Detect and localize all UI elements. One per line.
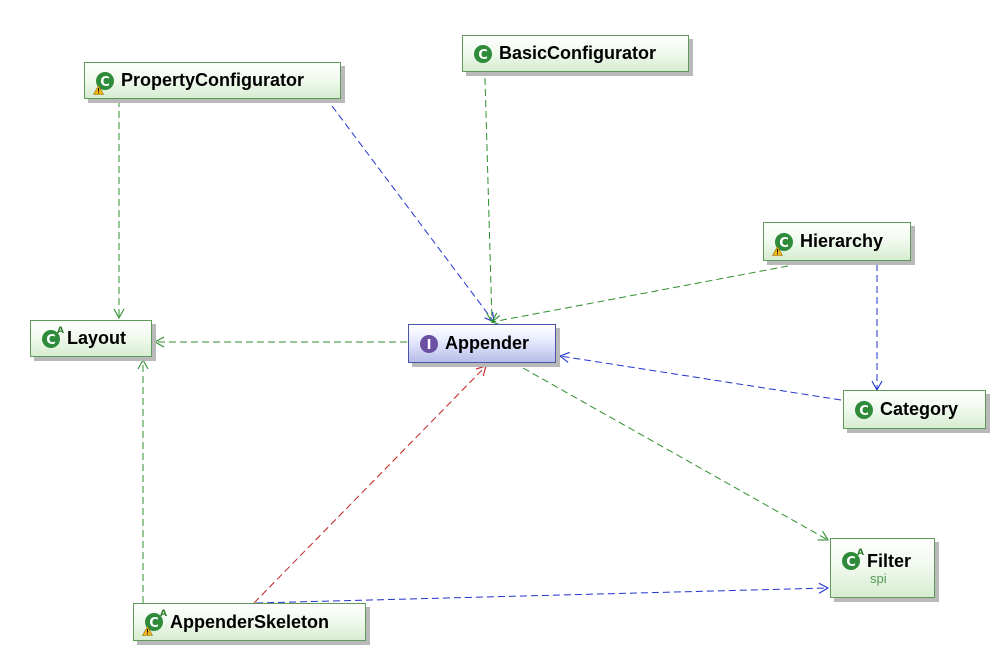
node-label: Filter bbox=[867, 550, 912, 571]
class-icon: C bbox=[473, 44, 493, 64]
warning-icon bbox=[93, 84, 104, 95]
class-icon: C bbox=[772, 232, 794, 256]
svg-text:C: C bbox=[478, 48, 488, 63]
class-icon: C bbox=[854, 400, 874, 420]
node-label: Hierarchy bbox=[800, 231, 884, 251]
node-label: AppenderSkeleton bbox=[170, 611, 330, 632]
node-filter[interactable]: C A Filter spi bbox=[830, 538, 935, 598]
node-layout[interactable]: C A Layout bbox=[30, 320, 152, 357]
node-label: Category bbox=[880, 399, 959, 419]
warning-icon bbox=[142, 626, 153, 636]
warning-icon bbox=[772, 245, 783, 256]
node-property-configurator[interactable]: C PropertyConfigurator bbox=[84, 62, 341, 99]
node-label: Layout bbox=[67, 328, 127, 348]
abstract-class-icon: C A bbox=[41, 326, 64, 349]
node-label: BasicConfigurator bbox=[499, 43, 657, 63]
edge-appender-filter bbox=[522, 367, 829, 541]
edge-propertyconfigurator-appender bbox=[331, 105, 495, 323]
package-label: spi bbox=[870, 570, 887, 586]
edge-appenderskeleton-appender bbox=[253, 365, 487, 604]
abstract-class-icon: C A bbox=[841, 548, 864, 571]
node-appender-skeleton[interactable]: C A AppenderSkeleton bbox=[133, 603, 366, 641]
svg-text:C: C bbox=[779, 236, 789, 251]
svg-text:C: C bbox=[846, 555, 856, 570]
abstract-class-icon: C A bbox=[142, 609, 167, 636]
node-hierarchy[interactable]: C Hierarchy bbox=[763, 222, 911, 261]
svg-text:C: C bbox=[859, 404, 869, 419]
node-basic-configurator[interactable]: C BasicConfigurator bbox=[462, 35, 689, 72]
node-label: Appender bbox=[445, 333, 530, 353]
class-icon: C bbox=[93, 71, 115, 95]
svg-text:C: C bbox=[149, 616, 159, 631]
svg-text:I: I bbox=[427, 338, 432, 353]
edge-hierarchy-appender bbox=[490, 265, 789, 326]
interface-icon: I bbox=[419, 334, 439, 354]
edge-basicconfigurator-appender bbox=[484, 77, 498, 324]
node-category[interactable]: C Category bbox=[843, 390, 986, 429]
edge-category-appender bbox=[558, 351, 842, 401]
svg-text:C: C bbox=[100, 75, 110, 90]
edge-appenderskeleton-filter bbox=[255, 582, 830, 604]
node-label: PropertyConfigurator bbox=[121, 70, 305, 90]
svg-text:C: C bbox=[46, 333, 56, 348]
node-appender[interactable]: I Appender bbox=[408, 324, 556, 363]
